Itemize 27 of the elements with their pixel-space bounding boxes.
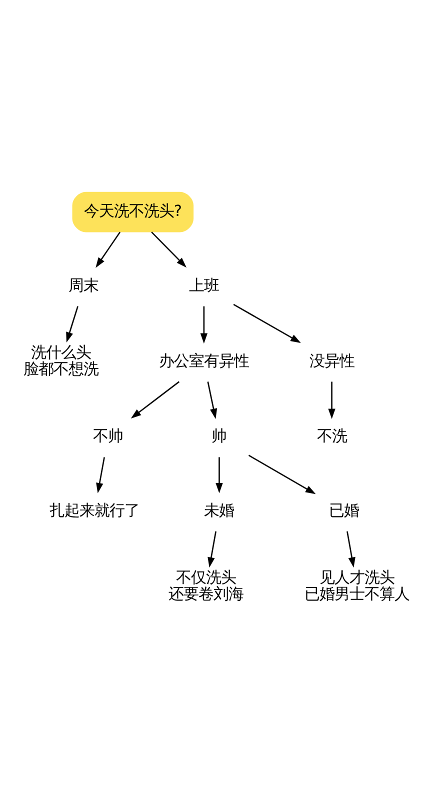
node-box: 今天洗不洗头? [72, 192, 194, 232]
node-text: 不仅洗头 还要卷刘海 [168, 568, 244, 604]
arrow [208, 531, 216, 568]
arrow [96, 457, 105, 494]
arrow [346, 531, 356, 568]
node-text: 上班 [188, 276, 219, 294]
node-text: 扎起来就行了 [50, 502, 140, 520]
arrow [200, 306, 208, 344]
arrow [216, 457, 223, 494]
node-text: 未婚 [204, 502, 234, 520]
node-text: 已婚 [328, 502, 359, 520]
arrow [233, 304, 301, 343]
node-text: 不帅 [92, 427, 123, 446]
arrow [96, 232, 121, 268]
node-text: 周末 [68, 276, 99, 294]
node-text: 洗什么头 脸都不想洗 [23, 344, 98, 378]
arrow [248, 454, 316, 494]
arrow [130, 381, 180, 418]
node-text: 见人才洗头 已婚男士不算人 [304, 568, 410, 604]
node-text: 办公室有异性 [158, 352, 249, 370]
node-text: 不洗 [316, 427, 347, 446]
arrow [66, 306, 78, 342]
arrow [151, 232, 187, 268]
node-text: 帅 [212, 427, 227, 446]
node-text: 没异性 [309, 352, 354, 370]
arrow [328, 382, 336, 419]
arrow [207, 382, 218, 419]
